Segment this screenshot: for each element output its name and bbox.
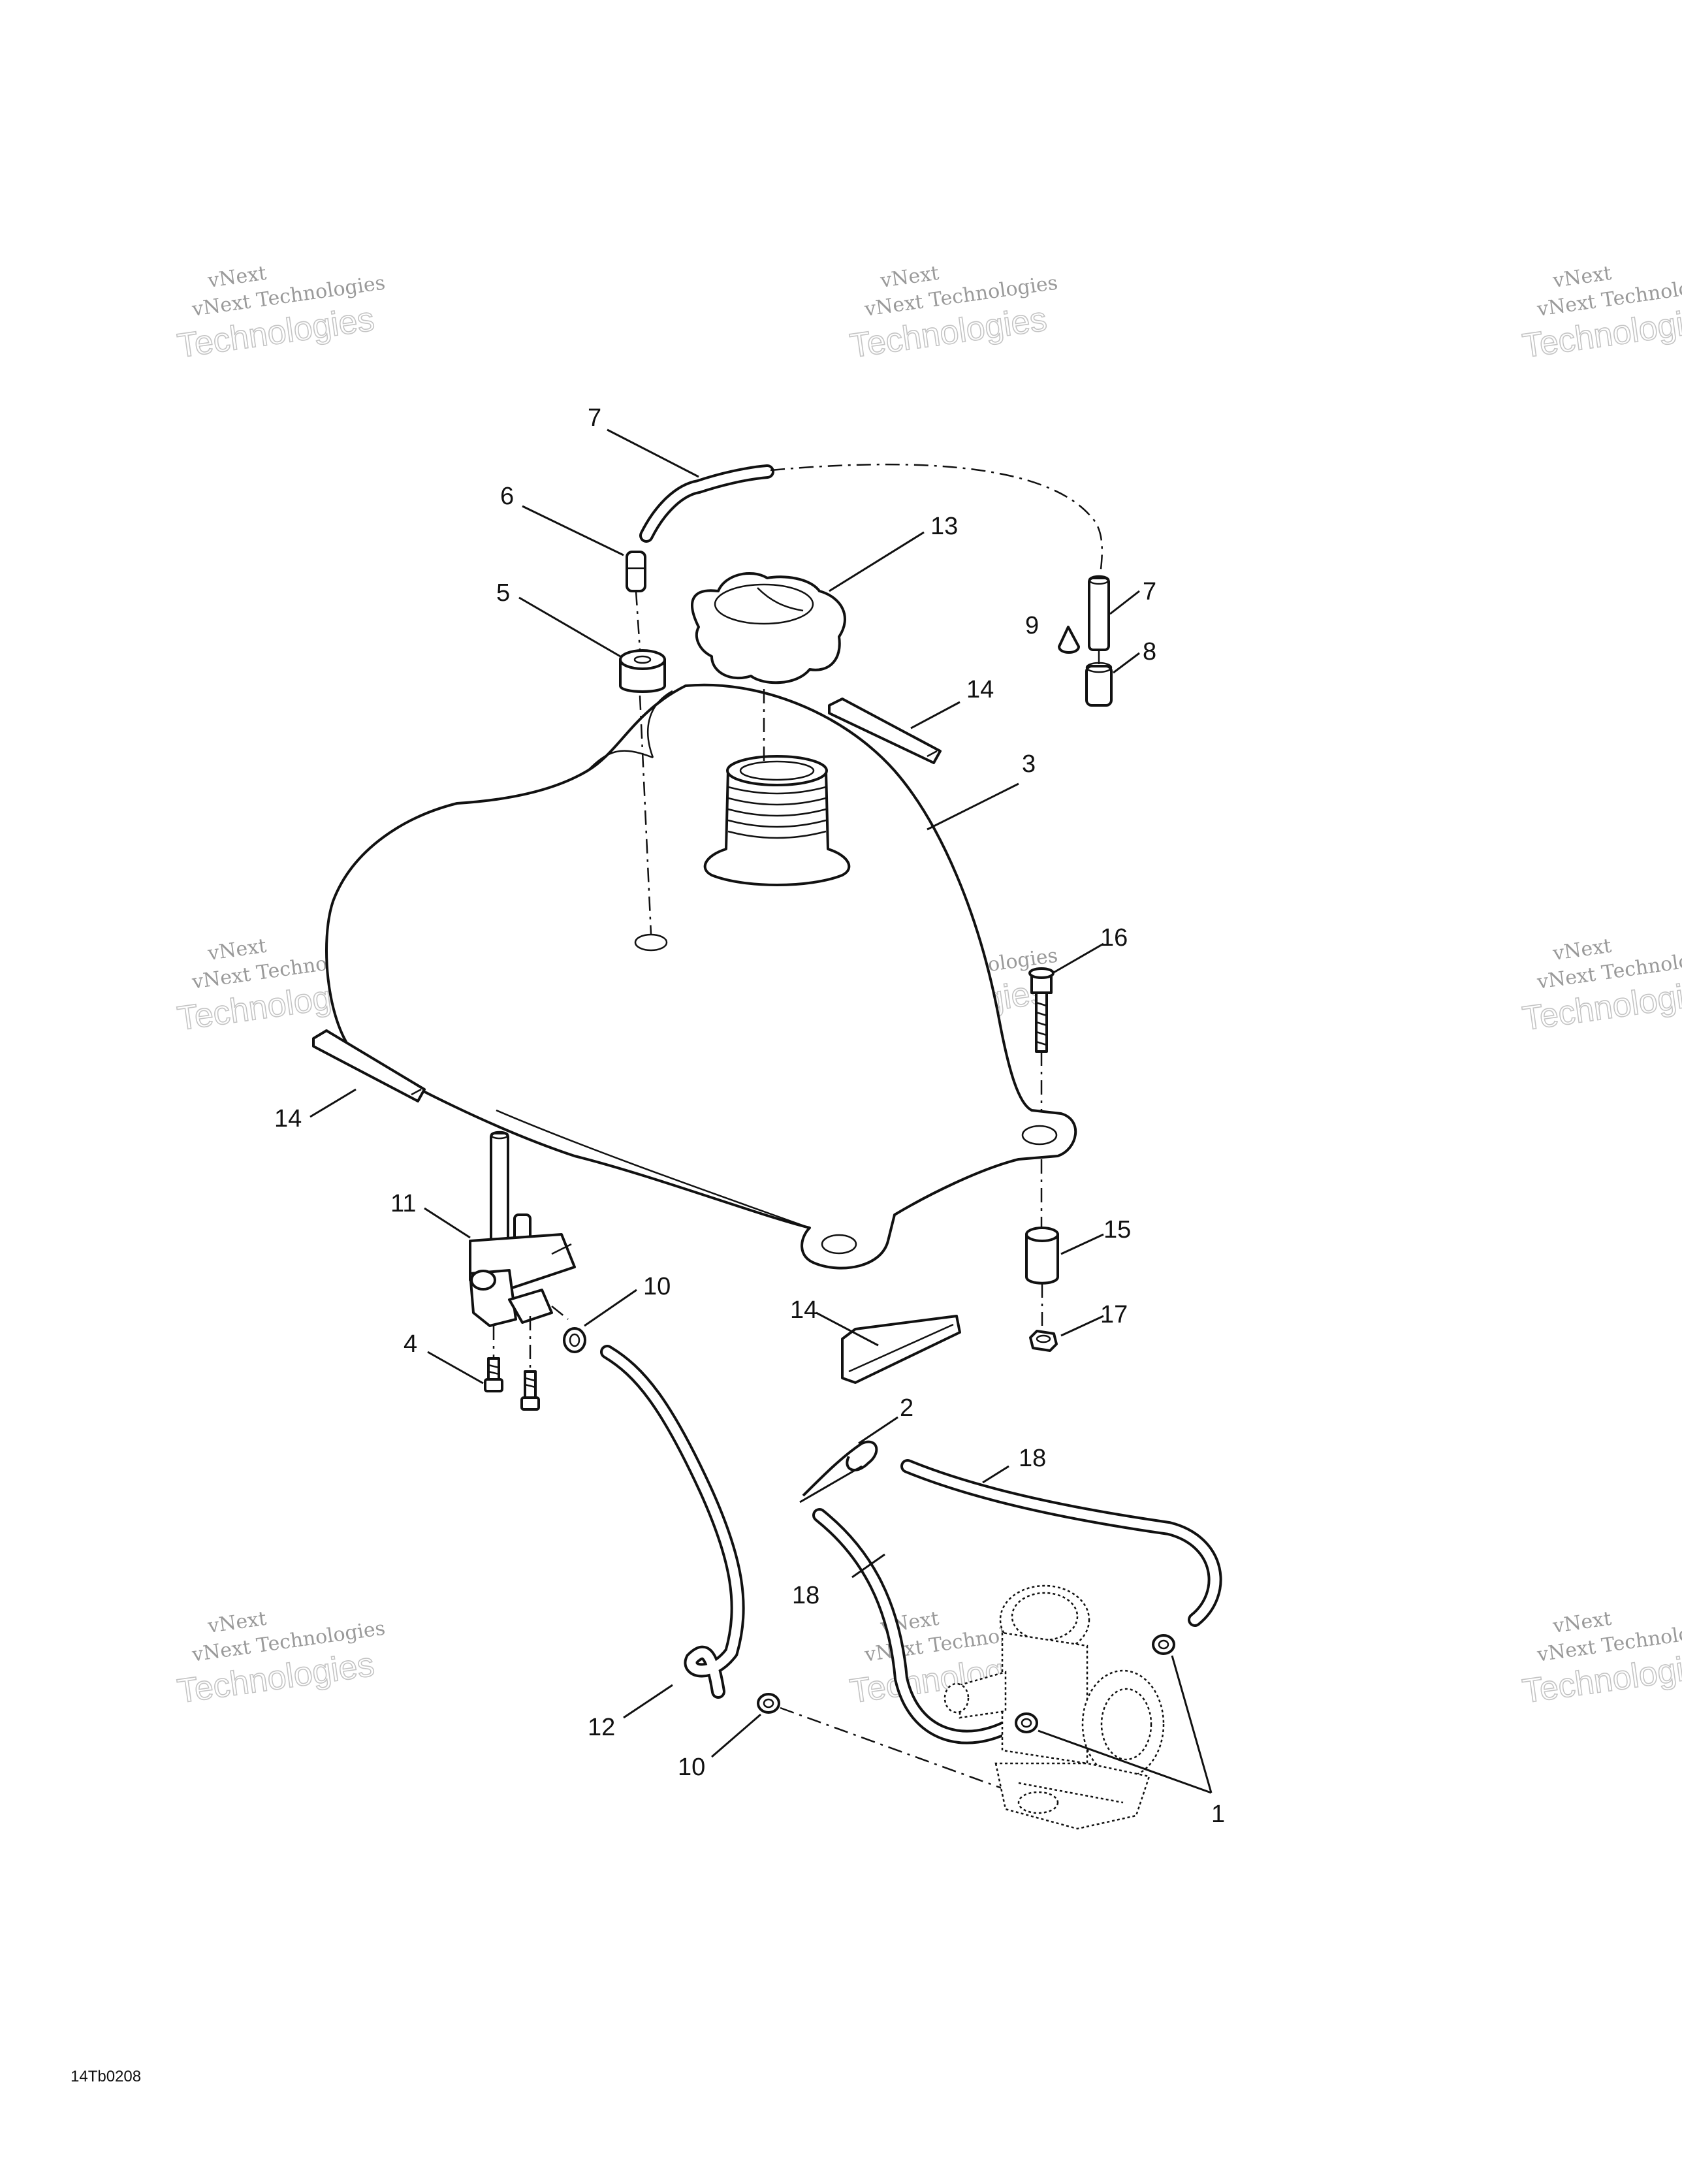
vent-grommet xyxy=(619,649,666,693)
callout-label: 8 xyxy=(1143,638,1156,666)
callout-label: 10 xyxy=(678,1754,705,1781)
watermark-line1: vNext xyxy=(1551,262,1613,293)
mount-nut xyxy=(1029,1330,1058,1352)
hose-clamp-upper xyxy=(563,1327,586,1353)
grommet-center-line xyxy=(639,695,652,935)
callout-label: 3 xyxy=(1022,750,1036,778)
callout-label: 6 xyxy=(500,483,514,510)
watermark: vNext vNext Technologies Technologies xyxy=(1519,1607,1682,1711)
callout-label: 17 xyxy=(1100,1301,1128,1328)
fuel-hose xyxy=(600,1345,745,1699)
carb-clamp-upper xyxy=(1152,1634,1175,1655)
watermark-line1: vNext xyxy=(206,262,268,293)
callout-label: 11 xyxy=(390,1190,416,1217)
leader-lines xyxy=(309,428,1213,1794)
watermark: vNext vNext Technologies Technologies xyxy=(174,1607,387,1711)
vent-tube-lower xyxy=(1085,662,1113,707)
callout-label: 7 xyxy=(1143,578,1156,605)
watermark-line1: vNext xyxy=(1551,1607,1613,1638)
screw-left xyxy=(484,1357,503,1392)
watermark-line1: vNext xyxy=(206,1607,268,1638)
callout-label: 4 xyxy=(404,1330,417,1358)
pad-left xyxy=(312,1029,426,1102)
watermark: vNext vNext Technologies Technologies xyxy=(847,262,1059,366)
carb-vent-hose-upper xyxy=(900,1459,1222,1627)
callout-label: 7 xyxy=(588,404,601,432)
callout-label: 14 xyxy=(274,1105,302,1132)
cable-tie xyxy=(799,1440,878,1503)
callout-label: 10 xyxy=(643,1273,671,1300)
watermark-line1: vNext xyxy=(206,935,268,965)
carb-clamp-lower xyxy=(1015,1712,1038,1733)
screw-right xyxy=(520,1370,540,1411)
callout-label: 14 xyxy=(966,676,994,703)
carburetor xyxy=(944,1584,1165,1830)
drawing-code: 14Tb0208 xyxy=(71,2068,141,2085)
vent-check-valve xyxy=(1058,626,1080,654)
callout-labels: 7 6 13 5 9 7 8 14 3 16 14 11 10 15 17 4 … xyxy=(274,404,1225,1828)
filler-neck xyxy=(703,755,851,886)
pad-bottom xyxy=(841,1315,961,1384)
vent-routing-line xyxy=(770,463,1103,575)
watermark-line1: vNext xyxy=(878,262,940,293)
watermark-line1: vNext xyxy=(1551,935,1613,965)
callout-label: 18 xyxy=(792,1582,819,1609)
mount-spacer xyxy=(1025,1227,1059,1285)
callout-label: 9 xyxy=(1025,612,1039,639)
callout-label: 1 xyxy=(1211,1801,1225,1828)
callout-label: 13 xyxy=(930,513,958,540)
callout-label: 2 xyxy=(900,1394,913,1422)
valve-outlet-center-line xyxy=(551,1306,569,1320)
fuel-valve xyxy=(469,1131,576,1327)
watermark: vNext vNext Technologies Technologies xyxy=(174,262,387,366)
fuel-cap xyxy=(691,571,846,684)
callout-label: 16 xyxy=(1100,924,1128,952)
callout-label: 5 xyxy=(496,579,510,607)
fuel-tank xyxy=(325,683,1077,1270)
vent-tube-right xyxy=(1088,575,1110,651)
callout-label: 15 xyxy=(1103,1216,1131,1244)
mount-bolt xyxy=(1028,967,1055,1053)
vent-fitting xyxy=(626,551,646,592)
vent-hose-top xyxy=(639,464,774,543)
pad-top xyxy=(828,698,942,764)
hose-clamp-lower xyxy=(757,1693,780,1714)
watermark: vNext vNext Technologies Technologies xyxy=(1519,262,1682,366)
watermark: vNext vNext Technologies Technologies xyxy=(1519,935,1682,1038)
callout-label: 14 xyxy=(790,1296,817,1324)
carb-vent-hose-lower xyxy=(812,1508,1019,1744)
callout-label: 18 xyxy=(1019,1445,1046,1472)
callout-label: 12 xyxy=(588,1714,615,1741)
hose-routing-line xyxy=(780,1707,1006,1791)
fitting-center-line xyxy=(635,590,641,650)
